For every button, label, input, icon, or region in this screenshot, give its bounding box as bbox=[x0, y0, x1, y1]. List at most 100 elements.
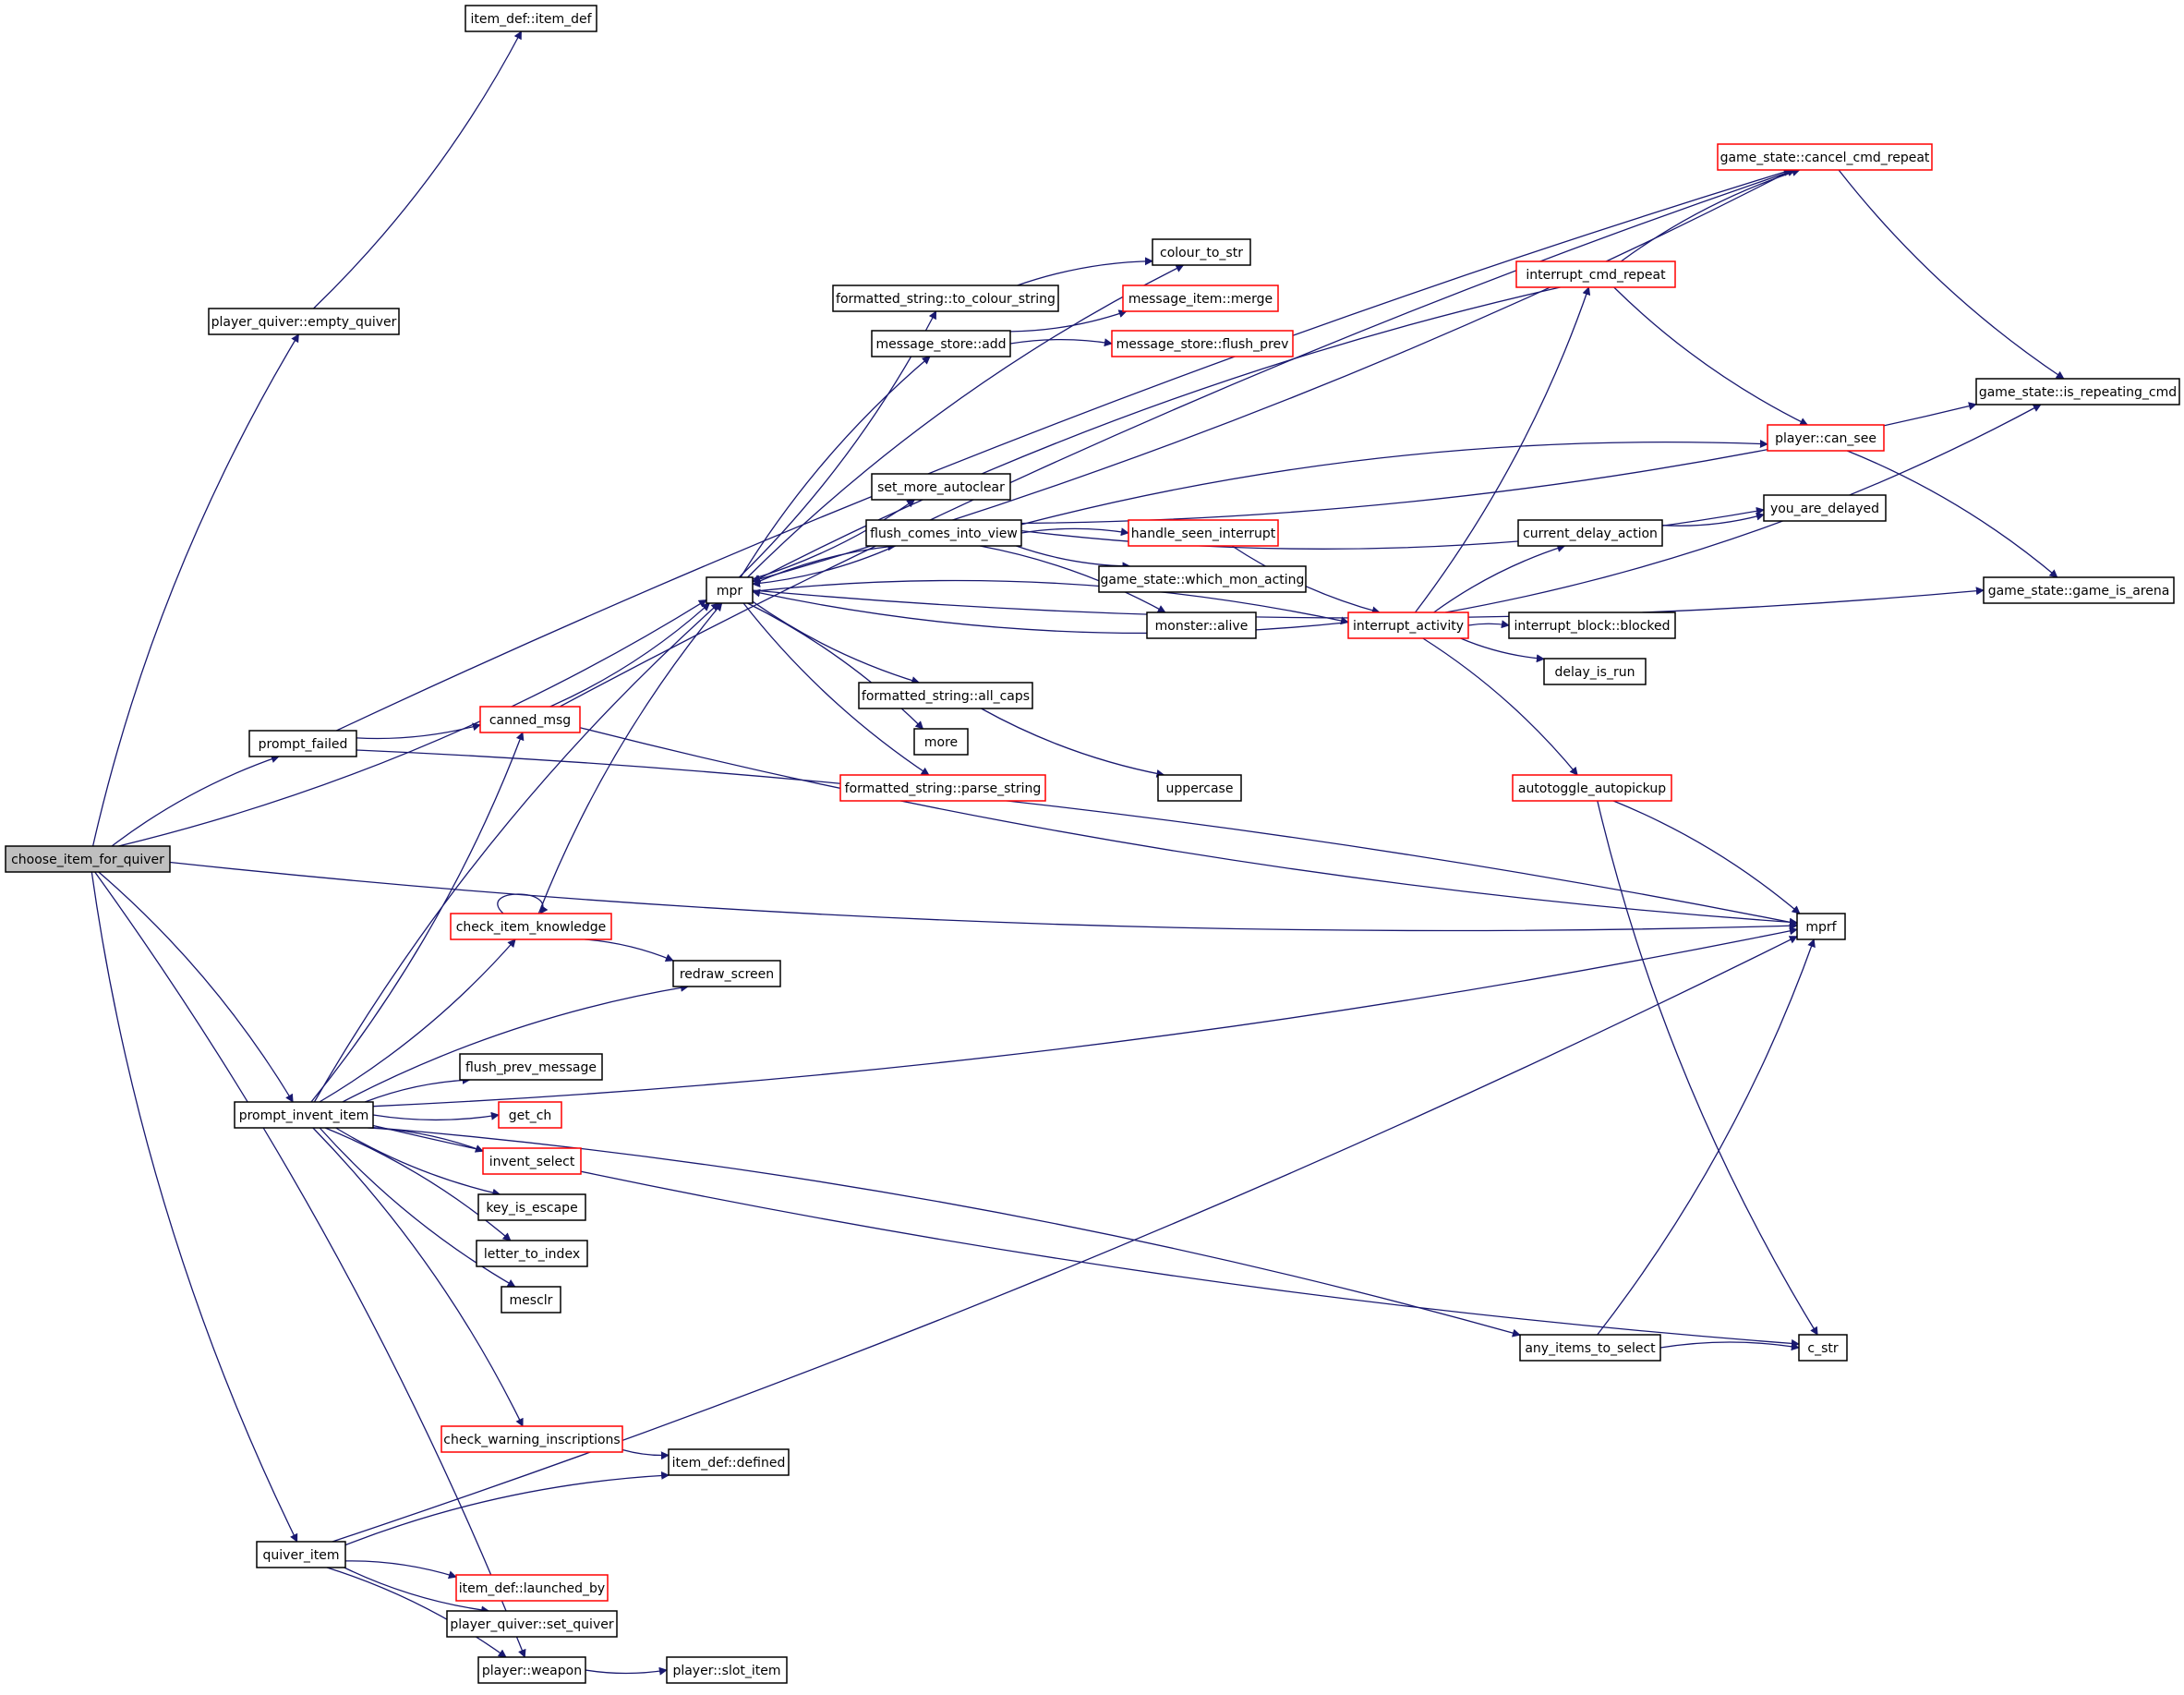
node-box bbox=[871, 330, 1011, 357]
node-label: interrupt_activity bbox=[1353, 619, 1464, 634]
node-label: formatted_string::all_caps bbox=[862, 689, 1030, 704]
node-cancel_cmd_repeat[interactable]: game_state::cancel_cmd_repeat bbox=[1717, 143, 1933, 171]
node-handle_seen_interrupt[interactable]: handle_seen_interrupt bbox=[1128, 519, 1279, 547]
node-check_item_knowledge[interactable]: check_item_knowledge bbox=[450, 913, 612, 940]
node-label: you_are_delayed bbox=[1770, 502, 1879, 516]
edge-prompt_invent_item-to-any_items_to_select bbox=[372, 1126, 1521, 1338]
node-can_see[interactable]: player::can_see bbox=[1767, 424, 1885, 452]
node-label: canned_msg bbox=[489, 713, 571, 728]
node-set_more_autoclear[interactable]: set_more_autoclear bbox=[871, 473, 1011, 501]
node-label: check_item_knowledge bbox=[456, 920, 607, 935]
edge-prompt_invent_item-to-mprf bbox=[372, 926, 1798, 1108]
edge-check_item_knowledge-to-mpr bbox=[537, 602, 723, 914]
node-label: redraw_screen bbox=[680, 967, 774, 982]
node-uppercase[interactable]: uppercase bbox=[1157, 774, 1242, 802]
edge-autotoggle_autopickup-to-c_str bbox=[1597, 800, 1818, 1336]
node-label: invent_select bbox=[489, 1155, 575, 1169]
node-box bbox=[668, 1448, 790, 1476]
node-current_delay_action[interactable]: current_delay_action bbox=[1517, 519, 1663, 547]
node-interrupt_cmd_repeat[interactable]: interrupt_cmd_repeat bbox=[1515, 260, 1676, 288]
node-interrupt_block_blocked[interactable]: interrupt_block::blocked bbox=[1508, 611, 1676, 639]
node-message_store_add[interactable]: message_store::add bbox=[871, 330, 1011, 357]
node-delay_is_run[interactable]: delay_is_run bbox=[1543, 658, 1647, 685]
edge-mpr-to-colour_to_str bbox=[747, 264, 1185, 578]
node-box bbox=[672, 960, 781, 987]
node-more[interactable]: more bbox=[913, 728, 969, 756]
node-any_items_to_select[interactable]: any_items_to_select bbox=[1519, 1334, 1661, 1362]
node-box bbox=[234, 1101, 374, 1129]
node-check_warning_inscriptions[interactable]: check_warning_inscriptions bbox=[440, 1425, 623, 1453]
node-prompt_failed[interactable]: prompt_failed bbox=[248, 730, 357, 757]
node-label: message_store::flush_prev bbox=[1116, 337, 1289, 352]
node-box bbox=[1098, 565, 1307, 593]
edge-prompt_invent_item-to-mpr bbox=[313, 602, 720, 1103]
edge-interrupt_activity-to-interrupt_cmd_repeat bbox=[1414, 286, 1591, 613]
node-choose_item_for_quiver[interactable]: choose_item_for_quiver bbox=[5, 845, 171, 873]
node-mpr[interactable]: mpr bbox=[706, 576, 754, 604]
edge-interrupt_cmd_repeat-to-can_see bbox=[1613, 286, 1809, 426]
node-flush_prev_message[interactable]: flush_prev_message bbox=[459, 1053, 603, 1081]
node-canned_msg[interactable]: canned_msg bbox=[479, 706, 581, 733]
node-get_ch[interactable]: get_ch bbox=[498, 1101, 562, 1129]
node-label: message_item::merge bbox=[1128, 292, 1273, 307]
edge-prompt_invent_item-to-c_str bbox=[372, 1124, 1800, 1348]
node-quiver_item[interactable]: quiver_item bbox=[256, 1541, 346, 1568]
node-you_are_delayed[interactable]: you_are_delayed bbox=[1763, 494, 1887, 522]
node-player_weapon[interactable]: player::weapon bbox=[477, 1656, 586, 1684]
edge-choose_item_for_quiver-to-empty_quiver bbox=[91, 333, 299, 847]
node-colour_to_str[interactable]: colour_to_str bbox=[1152, 238, 1251, 266]
node-label: player_quiver::empty_quiver bbox=[211, 315, 397, 330]
node-set_quiver[interactable]: player_quiver::set_quiver bbox=[446, 1610, 618, 1638]
edge-flush_comes_into_view-to-can_see bbox=[1020, 439, 1768, 526]
node-flush_prev[interactable]: message_store::flush_prev bbox=[1111, 330, 1294, 357]
node-letter_to_index[interactable]: letter_to_index bbox=[476, 1240, 588, 1267]
node-box bbox=[706, 576, 754, 604]
node-invent_select[interactable]: invent_select bbox=[482, 1147, 582, 1175]
node-prompt_invent_item[interactable]: prompt_invent_item bbox=[234, 1101, 374, 1129]
node-slot_item[interactable]: player::slot_item bbox=[666, 1656, 788, 1684]
node-game_is_arena[interactable]: game_state::game_is_arena bbox=[1983, 576, 2175, 604]
node-empty_quiver[interactable]: player_quiver::empty_quiver bbox=[208, 308, 400, 335]
node-monster_alive[interactable]: monster::alive bbox=[1146, 611, 1257, 639]
node-launched_by[interactable]: item_def::launched_by bbox=[455, 1574, 609, 1602]
node-key_is_escape[interactable]: key_is_escape bbox=[477, 1193, 586, 1221]
edge-quiver_item-to-mprf bbox=[332, 936, 1798, 1543]
node-label: colour_to_str bbox=[1160, 246, 1243, 260]
node-all_caps[interactable]: formatted_string::all_caps bbox=[858, 682, 1033, 709]
node-mprf[interactable]: mprf bbox=[1796, 913, 1846, 940]
node-redraw_screen[interactable]: redraw_screen bbox=[672, 960, 781, 987]
edge-interrupt_activity-to-is_repeating_cmd bbox=[1444, 404, 2042, 613]
node-box bbox=[1152, 238, 1251, 266]
edge-empty_quiver-to-item_def_item_def bbox=[313, 30, 523, 309]
node-box bbox=[1111, 330, 1294, 357]
node-box bbox=[666, 1656, 788, 1684]
node-to_colour_string[interactable]: formatted_string::to_colour_string bbox=[832, 285, 1059, 312]
edge-prompt_invent_item-to-get_ch bbox=[372, 1111, 500, 1121]
node-is_repeating_cmd[interactable]: game_state::is_repeating_cmd bbox=[1975, 378, 2180, 406]
edge-check_item_knowledge-to-check_item_knowledge bbox=[497, 893, 549, 914]
edge-interrupt_activity-to-current_delay_action bbox=[1433, 544, 1566, 613]
node-box bbox=[1975, 378, 2180, 406]
node-box bbox=[477, 1193, 586, 1221]
edge-interrupt_cmd_repeat-to-mpr bbox=[752, 286, 1561, 583]
edge-autotoggle_autopickup-to-mprf bbox=[1612, 800, 1801, 914]
node-which_mon_acting[interactable]: game_state::which_mon_acting bbox=[1098, 565, 1307, 593]
node-item_def_defined[interactable]: item_def::defined bbox=[668, 1448, 790, 1476]
edge-any_items_to_select-to-c_str bbox=[1659, 1341, 1800, 1351]
edge-canned_msg-to-mprf bbox=[579, 727, 1798, 926]
node-box bbox=[1796, 913, 1846, 940]
edge-quiver_item-to-set_quiver bbox=[344, 1567, 490, 1615]
node-item_def_item_def[interactable]: item_def::item_def bbox=[465, 5, 597, 32]
node-message_item_merge[interactable]: message_item::merge bbox=[1122, 285, 1279, 312]
node-c_str[interactable]: c_str bbox=[1798, 1334, 1848, 1362]
node-box bbox=[450, 913, 612, 940]
node-label: item_def::item_def bbox=[470, 12, 592, 27]
node-parse_string[interactable]: formatted_string::parse_string bbox=[839, 774, 1046, 802]
node-label: player::slot_item bbox=[672, 1664, 780, 1678]
node-mesclr[interactable]: mesclr bbox=[501, 1286, 561, 1314]
node-flush_comes_into_view[interactable]: flush_comes_into_view bbox=[865, 519, 1022, 547]
node-interrupt_activity[interactable]: interrupt_activity bbox=[1347, 611, 1469, 639]
node-autotoggle_autopickup[interactable]: autotoggle_autopickup bbox=[1512, 774, 1672, 802]
node-label: get_ch bbox=[509, 1108, 552, 1123]
edge-prompt_invent_item-to-mesclr bbox=[319, 1127, 516, 1288]
